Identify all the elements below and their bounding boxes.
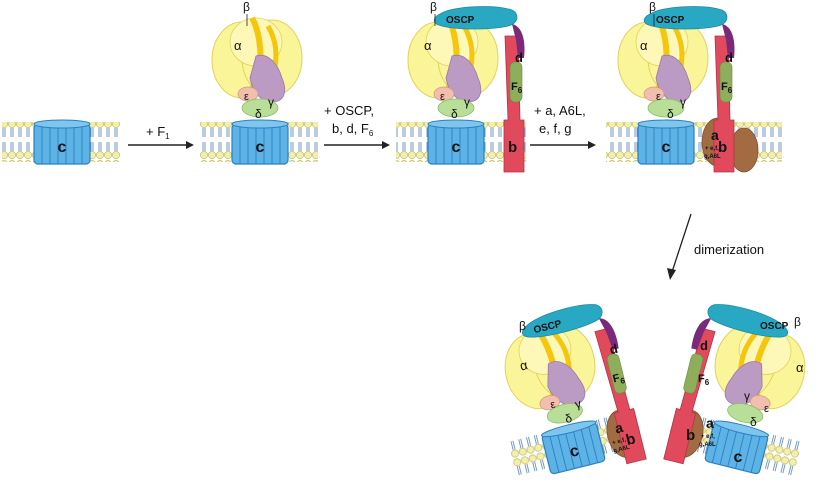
a-label-right: a xyxy=(706,415,714,431)
f6-label-right: F6 xyxy=(698,373,710,387)
epsilon-label: ε xyxy=(549,399,557,412)
step1-label: + F1 xyxy=(146,124,170,141)
stage-1-c-ring: c xyxy=(2,119,120,165)
a-extra-2: g,A6L xyxy=(704,154,721,160)
b-label: b xyxy=(624,430,637,449)
epsilon-label: ε xyxy=(440,91,445,103)
d-label: d xyxy=(515,50,523,65)
beta-label-left: β xyxy=(519,319,526,333)
delta-label: δ xyxy=(564,411,574,426)
alpha-label-right: α xyxy=(796,360,804,375)
dimer-left-monomer: OSCP α γ ε δ d F6 a + e,f, g,A6L b c xyxy=(480,304,647,481)
delta-label: δ xyxy=(451,107,458,121)
step1-subscript: 1 xyxy=(165,132,170,141)
arrow-add-f1: + F1 xyxy=(128,124,194,149)
alpha-label: α xyxy=(424,38,432,53)
gamma-label: γ xyxy=(464,95,470,109)
c-label: c xyxy=(452,139,461,156)
beta-label: β xyxy=(430,0,437,14)
a-extra-2: g,A6L xyxy=(613,445,631,455)
a-extra-1: + e,f, xyxy=(612,437,627,446)
alpha-label: α xyxy=(640,38,648,53)
a-extra-1-right: + e,f, xyxy=(701,434,715,440)
f6-label: F6 xyxy=(721,81,733,95)
delta-label: δ xyxy=(255,107,262,121)
a-extra-2-right: g,A6L xyxy=(699,442,716,448)
oscp-label-right: OSCP xyxy=(760,321,789,332)
a-label: a xyxy=(613,419,625,436)
dimerization-label: dimerization xyxy=(694,242,764,257)
gamma-label-right: γ xyxy=(744,389,750,403)
a-extra-1: + e,f, xyxy=(705,146,719,152)
beta-label: β xyxy=(243,0,250,14)
oscp-label: OSCP xyxy=(656,15,685,26)
beta-label: β xyxy=(649,0,656,14)
delta-label: δ xyxy=(667,107,674,121)
step2-line2: b, d, F6 xyxy=(332,121,374,138)
gamma-label: γ xyxy=(268,95,274,109)
d-label-right: d xyxy=(700,338,708,353)
f6-label: F6 xyxy=(511,81,523,95)
arrow-dimerization: dimerization xyxy=(667,213,764,280)
c-label-right: c xyxy=(734,449,743,466)
dimer-right-monomer xyxy=(663,304,822,481)
step2-line1: + OSCP, xyxy=(324,103,374,118)
beta-label-right: β xyxy=(794,315,801,329)
stage-3-peripheral-stalk: OSCP β α γ ε δ d F6 b c xyxy=(396,0,526,173)
step3-line1: + a, A6L, xyxy=(534,103,586,118)
c-ring-label: c xyxy=(58,139,67,156)
alpha-label: α xyxy=(518,357,529,373)
step3-line2: e, f, g xyxy=(539,121,572,136)
f6-label: F6 xyxy=(612,371,627,387)
stage-2-f1: c α β γ ε δ xyxy=(200,0,318,165)
delta-label-right: δ xyxy=(750,415,757,429)
a-label: a xyxy=(711,127,719,143)
step2-subscript: 6 xyxy=(369,129,374,138)
c-label: c xyxy=(568,442,581,461)
gamma-label: γ xyxy=(680,95,686,109)
arrow-add-membrane-subunits: + a, A6L, e, f, g xyxy=(530,103,596,149)
epsilon-label: ε xyxy=(656,91,661,103)
alpha-label: α xyxy=(234,38,242,53)
stage-4-monomer: OSCP β α γ ε δ d F6 a + e,f, g,A6L b c xyxy=(606,0,782,173)
stage-5-dimer: OSCP α γ ε δ d F6 a + e,f, g,A6L b c β O… xyxy=(480,304,822,481)
b-label: b xyxy=(508,139,517,156)
epsilon-label: ε xyxy=(244,91,249,103)
d-label: d xyxy=(608,341,619,357)
oscp-label: OSCP xyxy=(446,15,475,26)
c-label: c xyxy=(662,139,671,156)
b-label: b xyxy=(718,139,727,156)
gamma-label: γ xyxy=(573,396,582,411)
arrow-add-peripheral-stalk: + OSCP, b, d, F6 xyxy=(324,103,390,149)
b-label-right: b xyxy=(686,427,695,444)
epsilon-label-right: ε xyxy=(764,403,769,415)
c-label: c xyxy=(256,139,265,156)
d-label: d xyxy=(725,50,733,65)
